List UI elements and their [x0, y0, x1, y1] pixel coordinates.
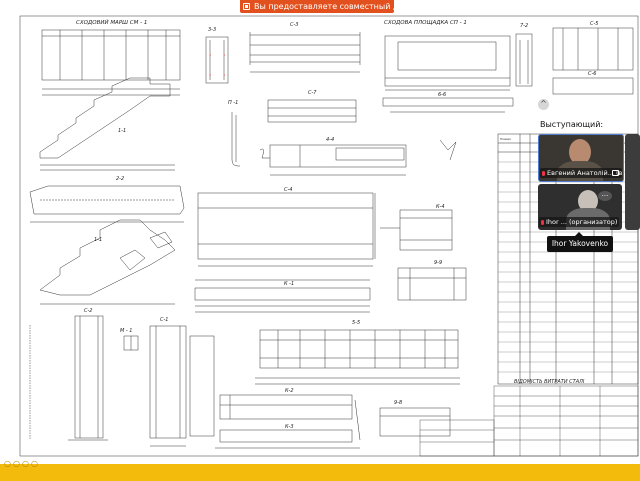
label-k3: К-3 [285, 424, 294, 430]
participants-panel: ^ Выступающий: Евгений Анатолій... (в) .… [535, 96, 640, 286]
label-s11b: 1-1 [94, 237, 102, 243]
label-s55: 5-5 [352, 320, 360, 326]
participant-tile-organizer[interactable]: ... Ihor ... (организатор) [538, 184, 622, 230]
label-s33: 3-3 [208, 27, 216, 33]
label-c4: С-4 [284, 187, 292, 193]
screen-share-banner[interactable]: Вы предоставляете совместный досту... [240, 0, 394, 13]
label-m1: М - 1 [120, 328, 132, 334]
collapse-panel-button[interactable]: ^ [538, 99, 549, 110]
label-c3: С-3 [290, 22, 298, 28]
label-s44: 4-4 [326, 137, 334, 143]
bottom-bar [0, 464, 640, 481]
label-c5: С-5 [590, 21, 598, 27]
screen-share-icon [243, 3, 250, 10]
speaker-heading: Выступающий: [540, 120, 604, 129]
participant-name-label: Ihor ... (организатор) [539, 217, 620, 227]
label-s98: 9-8 [394, 400, 402, 406]
participant-name: Евгений Анатолій... (в) [547, 169, 622, 177]
participant-name: Ihor ... (организатор) [546, 218, 618, 226]
participant-video [578, 190, 598, 212]
label-s22: 2-2 [116, 176, 124, 182]
more-options-button[interactable]: ... [598, 191, 612, 201]
steel-table-header: Позиція [500, 137, 511, 141]
label-p1: П -1 [228, 100, 238, 106]
label-s66: 6-6 [438, 92, 446, 98]
label-c1: С-1 [160, 317, 168, 323]
label-c7: С-7 [308, 90, 317, 96]
label-s11: 1-1 [118, 128, 126, 134]
label-s99: 9-9 [434, 260, 442, 266]
stair-flight-view [41, 29, 181, 81]
participant-video [569, 139, 591, 165]
screen-share-banner-text: Вы предоставляете совместный досту... [254, 2, 394, 11]
steel-table-title: ВІДОМІСТЬ ВИТРАТИ СТАЛІ [514, 379, 585, 385]
label-stair-flight: СХОДОВИЙ МАРШ СМ - 1 [76, 19, 147, 26]
label-c2: С-2 [84, 308, 92, 314]
participant-name-label: Евгений Анатолій... (в) [540, 168, 622, 178]
mic-icon [541, 220, 544, 225]
participant-tile-overflow[interactable] [625, 134, 640, 230]
pin-icon[interactable] [612, 170, 619, 176]
bottom-decoration: ○○○○ [4, 459, 40, 468]
label-k4: К-4 [436, 204, 445, 210]
label-k2: К-2 [285, 388, 294, 394]
participant-tooltip: Ihor Yakovenko [547, 232, 613, 252]
label-s72: 7-2 [520, 23, 528, 29]
label-c6: С-6 [588, 71, 596, 77]
label-landing: СХОДОВА ПЛОЩАДКА СП - 1 [384, 20, 467, 26]
label-k1: К -1 [284, 281, 294, 287]
participant-tile-speaker[interactable]: Евгений Анатолій... (в) [538, 134, 624, 182]
mic-icon [542, 171, 545, 176]
